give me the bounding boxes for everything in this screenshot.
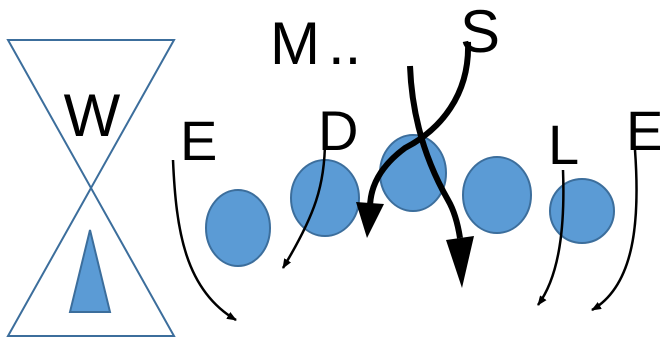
arrow-e-left xyxy=(171,159,237,322)
label-d: D xyxy=(318,99,358,162)
circle-1 xyxy=(205,189,271,267)
label-m: M xyxy=(270,10,320,77)
arrow-d xyxy=(281,139,327,269)
label-l: L xyxy=(548,113,579,176)
sand-triangle xyxy=(68,229,112,313)
circle-4 xyxy=(462,156,532,234)
label-w: W xyxy=(64,82,121,149)
arrow-e-right xyxy=(591,149,638,312)
arrow-s-bold xyxy=(356,41,472,238)
arrow-m-bold xyxy=(407,65,474,288)
label-s: S xyxy=(460,0,500,65)
label-dots: .. xyxy=(328,10,361,77)
circle-5 xyxy=(549,178,615,244)
hourglass-shape xyxy=(6,39,176,337)
arrow-l xyxy=(536,169,565,306)
circle-2 xyxy=(290,159,360,237)
label-e-left: E xyxy=(180,109,217,172)
hourglass-top-triangle xyxy=(6,39,176,191)
label-e-right: E xyxy=(626,99,660,162)
